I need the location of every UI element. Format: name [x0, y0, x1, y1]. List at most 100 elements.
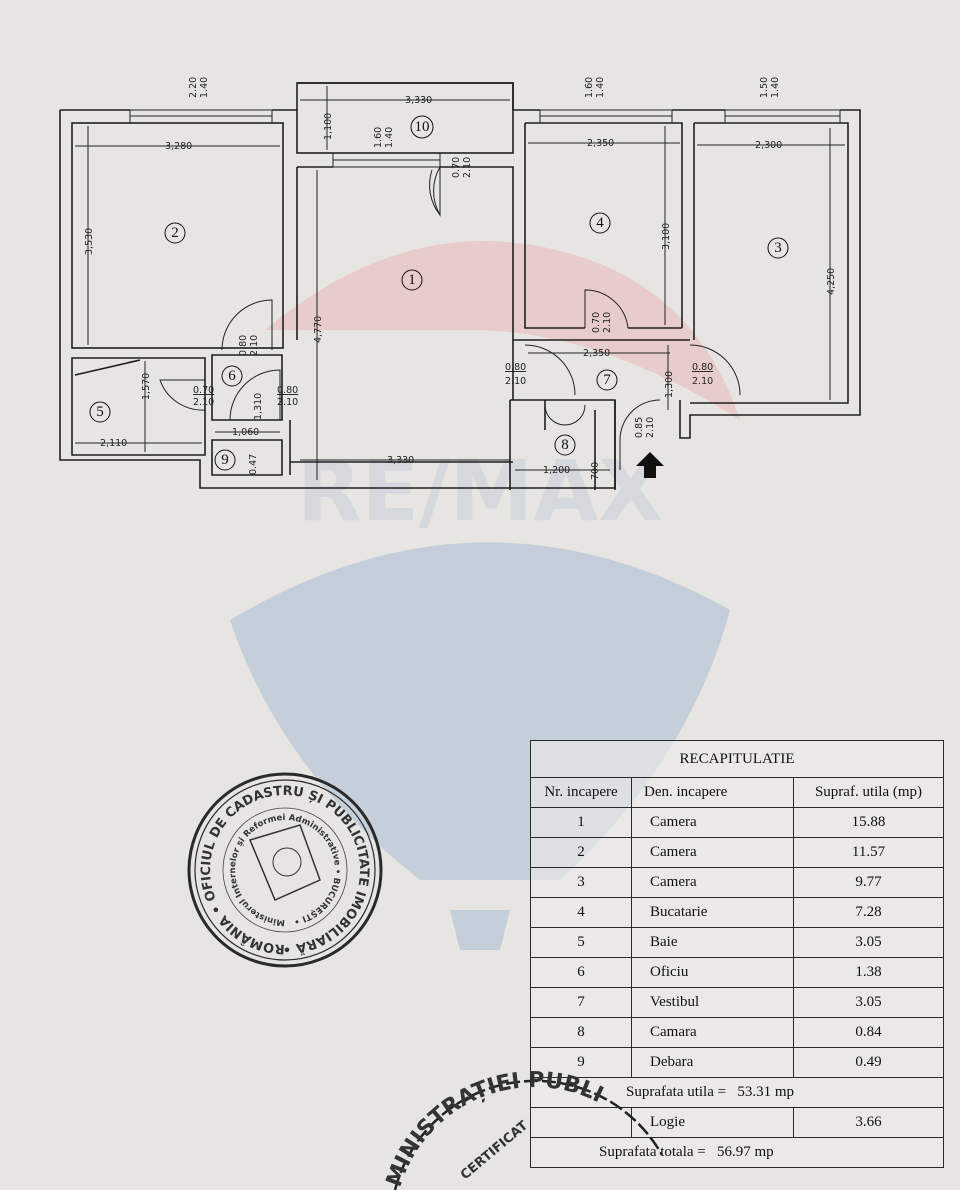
svg-text:2,110: 2,110 [100, 438, 127, 449]
svg-text:3,530: 3,530 [84, 228, 95, 255]
svg-text:1,100: 1,100 [323, 113, 334, 140]
room-area: 9.77 [793, 867, 944, 898]
svg-text:700: 700 [590, 462, 601, 480]
recapitulatie-table: RECAPITULATIE Nr. incapere Den. incapere… [530, 740, 944, 1168]
table-title: RECAPITULATIE [530, 740, 944, 778]
svg-text:3,280: 3,280 [165, 141, 192, 152]
svg-text:0.80: 0.80 [238, 335, 249, 356]
svg-text:8: 8 [561, 437, 569, 453]
room-3-label: 3 [767, 237, 789, 259]
svg-text:1.60: 1.60 [373, 127, 384, 148]
room-number: 3 [530, 867, 632, 898]
svg-text:7: 7 [603, 372, 611, 388]
room-number: 7 [530, 987, 632, 1018]
svg-text:1.40: 1.40 [595, 77, 606, 98]
svg-text:1,310: 1,310 [253, 393, 264, 420]
room-area: 11.57 [793, 837, 944, 868]
room-area: 3.05 [793, 987, 944, 1018]
room-name: Debara [631, 1047, 794, 1078]
doors [159, 166, 741, 470]
svg-text:1.50: 1.50 [759, 77, 770, 98]
room-number: 5 [530, 927, 632, 958]
room-area: 3.05 [793, 927, 944, 958]
svg-text:1,300: 1,300 [664, 371, 675, 398]
svg-text:1.40: 1.40 [199, 77, 210, 98]
svg-text:2.10: 2.10 [249, 335, 260, 356]
svg-text:3: 3 [774, 240, 782, 256]
room-4-label: 4 [589, 212, 611, 234]
svg-text:1,570: 1,570 [141, 373, 152, 400]
svg-text:2.10: 2.10 [193, 397, 214, 408]
svg-text:0.80: 0.80 [505, 362, 526, 373]
windows [129, 109, 841, 168]
svg-text:0.70: 0.70 [193, 385, 214, 396]
room-name: Oficiu [631, 957, 794, 988]
svg-text:3,330: 3,330 [405, 95, 432, 106]
room-6-label: 6 [221, 365, 243, 387]
svg-text:1.40: 1.40 [770, 77, 781, 98]
svg-text:2,350: 2,350 [583, 348, 610, 359]
room-area: 7.28 [793, 897, 944, 928]
room-8-label: 8 [554, 434, 576, 456]
logie-row: 10 Logie 3.66 [530, 1107, 944, 1138]
room-labels: 1 2 3 4 5 6 7 8 9 10 [89, 115, 789, 471]
arrow-up-icon [636, 452, 664, 478]
room-number: 8 [530, 1017, 632, 1048]
room-9-label: 9 [214, 449, 236, 471]
svg-text:2.10: 2.10 [462, 157, 473, 178]
room-name: Vestibul [631, 987, 794, 1018]
room-area: 1.38 [793, 957, 944, 988]
room-5-label: 5 [89, 401, 111, 423]
room-name: Baie [631, 927, 794, 958]
svg-text:3,100: 3,100 [661, 223, 672, 250]
room-number: 1 [530, 807, 632, 838]
svg-text:0.70: 0.70 [591, 312, 602, 333]
svg-text:2,300: 2,300 [755, 140, 782, 151]
svg-text:2.10: 2.10 [692, 376, 713, 387]
svg-text:4,770: 4,770 [313, 316, 324, 343]
room-number: 6 [530, 957, 632, 988]
dimension-lines [75, 86, 845, 480]
svg-text:1: 1 [408, 272, 416, 288]
svg-text:1.40: 1.40 [384, 127, 395, 148]
totala-row: Suprafata totala = 56.97 mp [530, 1137, 944, 1168]
svg-text:6: 6 [228, 368, 236, 384]
room-name: Camera [631, 867, 794, 898]
svg-text:RE/MAX: RE/MAX [297, 442, 663, 540]
room-1-label: 1 [401, 269, 423, 291]
room-area: 15.88 [793, 807, 944, 838]
svg-text:2: 2 [171, 225, 179, 241]
room-name: Camera [631, 837, 794, 868]
svg-text:4: 4 [596, 215, 604, 231]
table-header: Nr. incapere Den. incapere Supraf. utila… [530, 777, 944, 808]
room-name: Camara [631, 1017, 794, 1048]
dimension-labels: 2.20 1.40 3,330 1,100 1.60 1.40 0.70 2.1… [84, 77, 837, 480]
room-7-label: 7 [596, 369, 618, 391]
svg-text:2.10: 2.10 [645, 417, 656, 438]
svg-text:10: 10 [415, 119, 430, 135]
room-2-label: 2 [164, 222, 186, 244]
room-number: 2 [530, 837, 632, 868]
utila-row: Suprafata utila = 53.31 mp [530, 1077, 944, 1108]
cadastru-stamp: ROMÂNIA • OFICIUL DE CADASTRU ȘI PUBLICI… [187, 772, 383, 968]
svg-text:2.10: 2.10 [505, 376, 526, 387]
svg-text:0.85: 0.85 [634, 417, 645, 438]
svg-text:0.80: 0.80 [277, 385, 298, 396]
svg-text:4,250: 4,250 [826, 268, 837, 295]
svg-text:3,330: 3,330 [387, 455, 414, 466]
room-number: 9 [530, 1047, 632, 1078]
svg-text:ROMÂNIA • OFICIUL DE CADASTRU: ROMÂNIA • OFICIUL DE CADASTRU ȘI PUBLICI… [199, 784, 371, 956]
room-area: 0.84 [793, 1017, 944, 1048]
svg-text:2.10: 2.10 [602, 312, 613, 333]
svg-text:0.70: 0.70 [451, 157, 462, 178]
room-name: Bucatarie [631, 897, 794, 928]
svg-text:0.47: 0.47 [248, 454, 259, 475]
svg-text:9: 9 [221, 452, 229, 468]
svg-text:5: 5 [96, 404, 104, 420]
room-10-label: 10 [410, 115, 434, 139]
